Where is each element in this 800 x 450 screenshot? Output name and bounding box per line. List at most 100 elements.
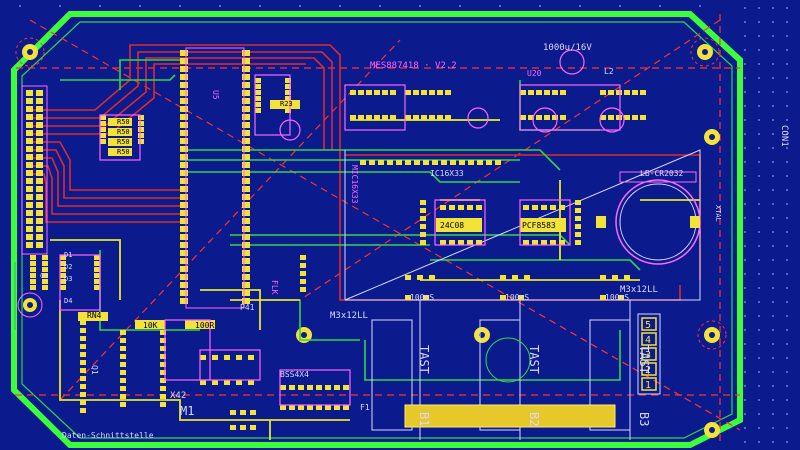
pad (640, 115, 646, 120)
label-rn1: RN4 (87, 311, 102, 320)
pad (180, 50, 188, 56)
pad (632, 115, 638, 120)
grid-dot (299, 5, 301, 7)
pad (60, 267, 66, 272)
grid-dot (744, 231, 746, 233)
pad (449, 205, 455, 210)
pad (42, 285, 48, 290)
pad (36, 106, 43, 112)
pad (60, 285, 66, 290)
pad (242, 218, 250, 224)
pad (298, 405, 304, 410)
grid-dot (744, 49, 746, 51)
grid-dot (786, 35, 788, 37)
grid-dot (772, 175, 774, 177)
grid-dot (786, 441, 788, 443)
pad (180, 186, 188, 192)
pad (80, 360, 86, 365)
pad (600, 295, 606, 300)
label-d2: D2 (64, 263, 72, 271)
pad (300, 271, 306, 276)
label-sw: M1 (180, 404, 194, 418)
grid-dot (786, 189, 788, 191)
pad (120, 370, 126, 375)
grid-dot (744, 357, 746, 359)
pad (120, 338, 126, 343)
grid-dot (772, 91, 774, 93)
pad (440, 240, 446, 245)
pad (459, 160, 465, 165)
label-pcm-right: PCF8583 (522, 221, 556, 230)
grid-dot (772, 63, 774, 65)
label-d4: D4 (64, 297, 72, 305)
pad (60, 261, 66, 266)
pad (552, 90, 558, 95)
pad (36, 234, 43, 240)
grid-dot (772, 357, 774, 359)
grid-dot (786, 63, 788, 65)
pad (255, 108, 261, 113)
pad (405, 275, 411, 280)
pad (242, 282, 250, 288)
pad (242, 242, 250, 248)
resistor-body (108, 118, 132, 126)
pad (26, 130, 33, 136)
pad (36, 218, 43, 224)
pad (180, 250, 188, 256)
grid-dot (744, 259, 746, 261)
pad (441, 160, 447, 165)
pad (242, 98, 250, 104)
grid-dot (772, 49, 774, 51)
pad-groups (30, 78, 646, 430)
pad (390, 90, 396, 95)
grid-dot (758, 7, 760, 9)
resistor-body (270, 100, 300, 109)
pad (405, 295, 411, 300)
grid-dot (786, 21, 788, 23)
pad (624, 275, 630, 280)
pad (26, 194, 33, 200)
pad (550, 240, 556, 245)
pad (437, 90, 443, 95)
grid-dot (786, 371, 788, 373)
grid-dot (744, 441, 746, 443)
pad (600, 275, 606, 280)
grid-dot (259, 5, 261, 7)
grid-dot (758, 119, 760, 121)
pad (180, 114, 188, 120)
label-r-a: R50 (117, 118, 130, 126)
pad (94, 267, 100, 272)
pad (36, 242, 43, 248)
pad (559, 240, 565, 245)
grid-dot (772, 427, 774, 429)
pad (280, 385, 286, 390)
pad (36, 138, 43, 144)
cut-lines (15, 14, 741, 445)
grid-dot (744, 427, 746, 429)
pad (358, 90, 364, 95)
pad (396, 160, 402, 165)
grid-dot (786, 273, 788, 275)
pad (432, 160, 438, 165)
pad (80, 408, 86, 413)
jumper-pad (641, 317, 657, 331)
pad (382, 90, 388, 95)
label-edge: CON1 (779, 125, 789, 147)
pad (180, 66, 188, 72)
grid-dot (758, 413, 760, 415)
pad (242, 66, 250, 72)
pad (60, 255, 66, 260)
grid-dot (786, 175, 788, 177)
label-crystal: XTAL (714, 205, 722, 222)
pad (575, 200, 581, 205)
pad (242, 290, 250, 296)
label-tast1: TAST (417, 345, 431, 374)
label-r-b: R50 (117, 128, 130, 136)
pad (138, 139, 144, 144)
pad (255, 96, 261, 101)
pad (94, 261, 100, 266)
pad (417, 275, 423, 280)
pad (180, 154, 188, 160)
grid-dot (758, 203, 760, 205)
